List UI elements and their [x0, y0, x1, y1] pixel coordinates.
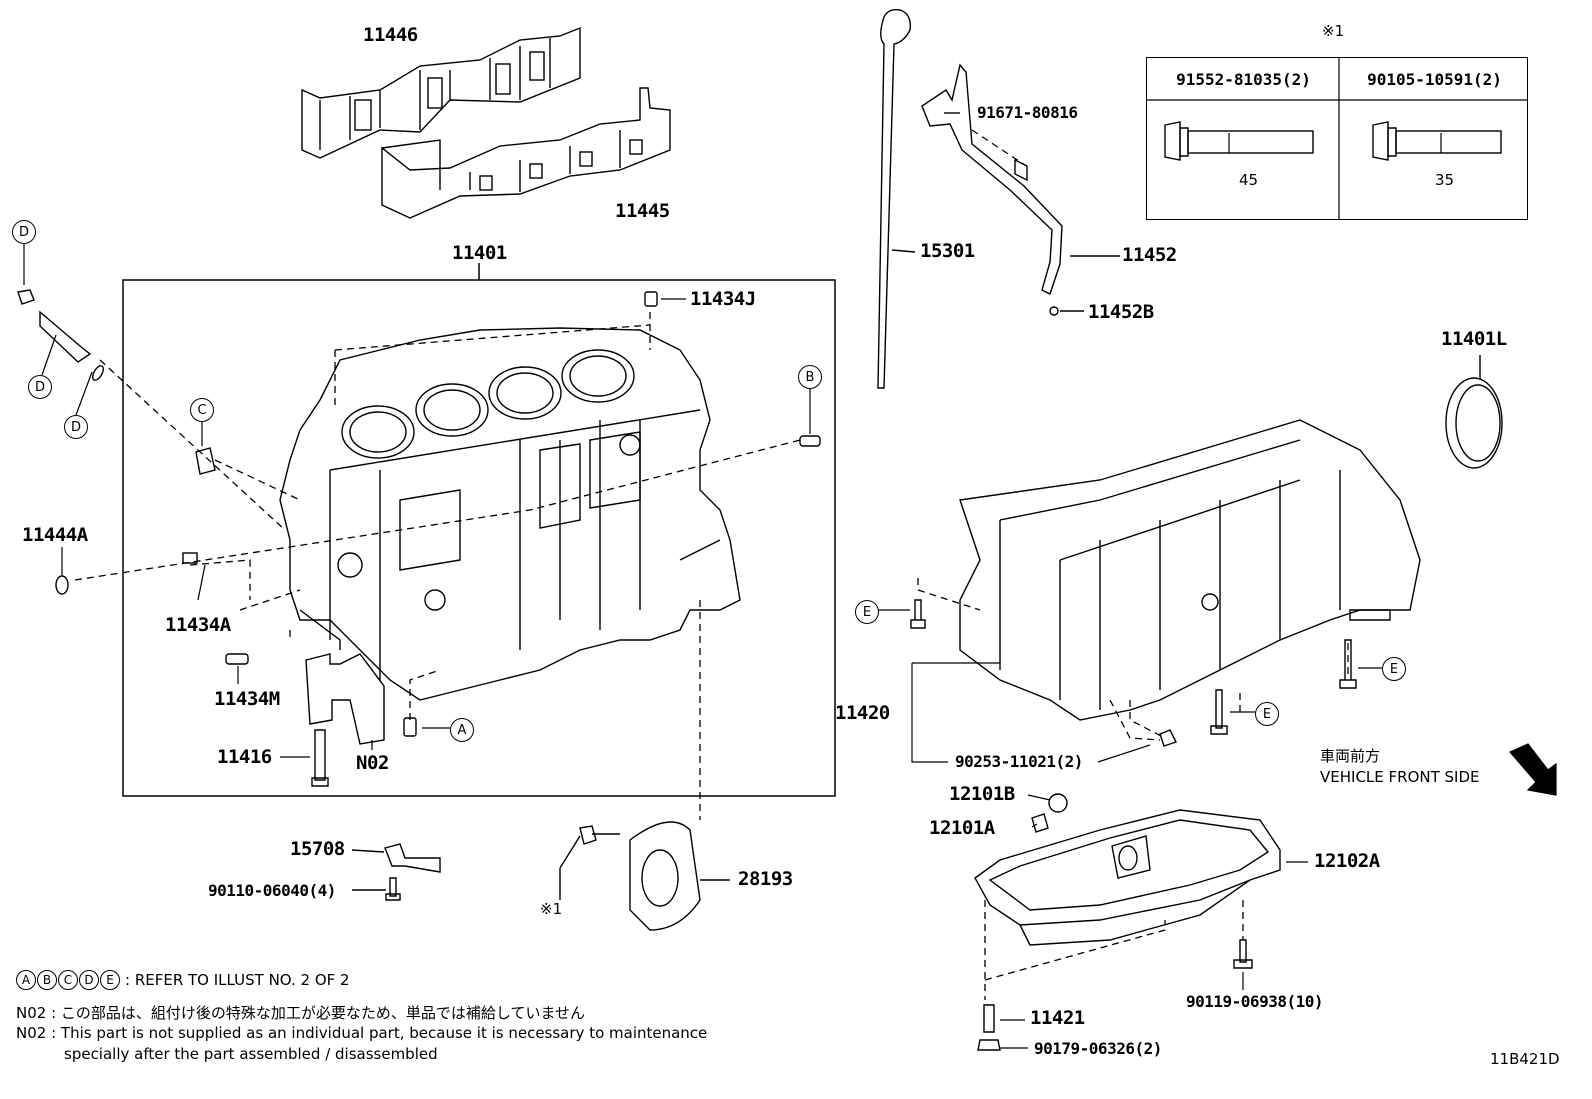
part-label-11416: 11416 [217, 746, 272, 768]
part-label-11452: 11452 [1122, 244, 1177, 266]
small-parts-block [17, 289, 821, 787]
diagram-id: 11B421D [1490, 1050, 1560, 1068]
legend-n02-en: N02 : This part is not supplied as an in… [16, 1024, 707, 1042]
insulator-11446-drawing [301, 26, 581, 159]
callout-D-2: D [28, 375, 52, 399]
upper-pan-bolts [910, 599, 1357, 747]
dipstick-drawing [877, 9, 1120, 389]
part-label-12101B: 12101B [949, 783, 1015, 805]
part-label-15301: 15301 [920, 240, 975, 262]
table-length-1: 45 [1239, 171, 1259, 189]
part-label-90179-06326: 90179-06326(2) [1034, 1039, 1162, 1058]
upper-oil-pan-drawing [959, 419, 1421, 721]
part-label-28193: 28193 [738, 868, 793, 890]
bolt-icons-table [1164, 121, 1502, 161]
part-label-11401: 11401 [452, 242, 507, 264]
part-label-11421: 11421 [1030, 1007, 1085, 1029]
part-label-N02: N02 [356, 752, 389, 774]
callout-A: A [450, 718, 474, 742]
callout-E-3: E [1255, 702, 1279, 726]
legend-circle-B: B [37, 970, 57, 990]
ref-mark-1: ※1 [540, 900, 563, 918]
callout-D-3: D [64, 415, 88, 439]
callout-E-2: E [1382, 657, 1406, 681]
insulator-11445-drawing [381, 87, 671, 219]
table-header-part-1: 91552-81035(2) [1176, 70, 1311, 89]
oil-seal-drawing [1445, 355, 1503, 469]
part-label-11434M: 11434M [214, 688, 280, 710]
table-marker: ※1 [1322, 22, 1345, 40]
table-header-part-2: 90105-10591(2) [1367, 70, 1502, 89]
callout-B: B [798, 365, 822, 389]
front-arrow [1509, 743, 1557, 796]
legend-refer-text: : REFER TO ILLUST NO. 2 OF 2 [125, 971, 350, 989]
callout-E-1: E [855, 600, 879, 624]
lower-oil-pan-drawing [974, 793, 1281, 946]
lower-left-parts [351, 821, 730, 931]
legend-circle-D: D [79, 970, 99, 990]
part-label-11445: 11445 [615, 200, 670, 222]
part-label-11434J: 11434J [690, 288, 756, 310]
legend-n02-jp-text: : この部品は、組付け後の特殊な加工が必要なため、単品では補給していません [51, 1004, 586, 1022]
part-label-11434A: 11434A [165, 614, 231, 636]
part-label-90119-06938: 90119-06938(10) [1186, 992, 1324, 1011]
legend-circle-E: E [100, 970, 120, 990]
part-label-11420: 11420 [835, 702, 890, 724]
cylinder-block-frame [122, 279, 836, 797]
legend-n02-jp: N02 : この部品は、組付け後の特殊な加工が必要なため、単品では補給していませ… [16, 1002, 585, 1023]
legend-circle-C: C [58, 970, 78, 990]
front-side-en: VEHICLE FRONT SIDE [1320, 768, 1480, 786]
part-label-12101A: 12101A [929, 817, 995, 839]
cylinder-block-drawing [279, 327, 741, 701]
callout-C: C [190, 398, 214, 422]
legend-n02-jp-label: N02 [16, 1004, 47, 1022]
legend-refer: A B C D E : REFER TO ILLUST NO. 2 OF 2 [16, 970, 350, 990]
part-label-11452B: 11452B [1088, 301, 1154, 323]
part-label-11444A: 11444A [22, 524, 88, 546]
legend-circle-A: A [16, 970, 36, 990]
front-side-jp: 車両前方 [1320, 747, 1381, 765]
part-label-90253-11021: 90253-11021(2) [955, 752, 1083, 771]
part-label-15708: 15708 [290, 838, 345, 860]
part-label-12102A: 12102A [1314, 850, 1380, 872]
part-label-11401L: 11401L [1441, 328, 1507, 350]
bolt-spec-table: 91552-81035(2) 90105-10591(2) 45 35 [1146, 57, 1528, 220]
part-label-90110-06040: 90110-06040(4) [208, 881, 336, 900]
part-label-11446: 11446 [363, 24, 418, 46]
table-length-2: 35 [1435, 171, 1455, 189]
legend-n02-en-label: N02 [16, 1024, 47, 1042]
part-label-91671-80816: 91671-80816 [977, 103, 1078, 122]
legend-n02-en-text: : This part is not supplied as an indivi… [51, 1024, 708, 1042]
legend-n02-en-line2: specially after the part assembled / dis… [64, 1045, 438, 1063]
lower-pan-bolts [977, 939, 1253, 1051]
callout-D-1: D [12, 220, 36, 244]
